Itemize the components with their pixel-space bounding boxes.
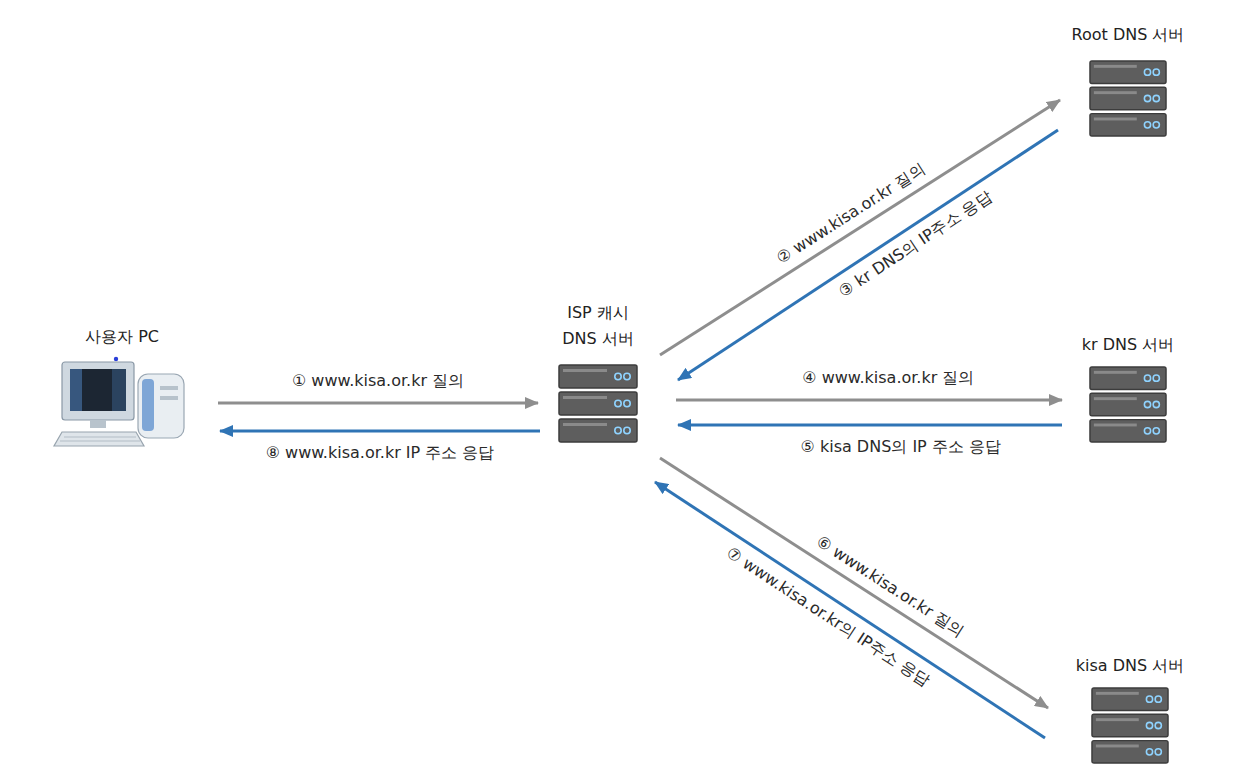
arrow-connector [678,130,1058,380]
arrow-connector [218,402,538,405]
arrow-connector [220,430,540,433]
node-label: 사용자 PC [85,326,159,348]
step-label: ⑧ www.kisa.or.kr IP 주소 응답 [263,443,498,463]
arrow-connector [676,399,1062,402]
node-label: Root DNS 서버 [1072,24,1185,46]
server-icon [1088,60,1168,138]
server-icon [558,364,638,444]
arrow-connector [660,458,1048,708]
server-icon [1088,366,1168,444]
arrow-connector [660,100,1060,355]
node-label: ISP 캐시 DNS 서버 [553,300,643,352]
step-label: ① www.kisa.or.kr 질의 [289,371,467,391]
dns-server-node: kr DNS 서버 [1082,334,1174,444]
computer-icon [52,356,192,451]
step-label: ⑤ kisa DNS의 IP 주소 응답 [798,437,1004,457]
node-label: kr DNS 서버 [1082,334,1174,356]
dns-server-node: ISP 캐시 DNS 서버 [553,300,643,444]
arrow-connector [678,424,1062,427]
dns-server-node: kisa DNS 서버 [1076,655,1184,765]
arrow-connector [655,482,1045,738]
dns-server-node: Root DNS 서버 [1072,24,1185,138]
client-pc-node: 사용자 PC [52,326,192,451]
server-icon [1090,687,1170,765]
step-label: ④ www.kisa.or.kr 질의 [799,368,977,388]
step-label: ⑦ www.kisa.or.kr의 IP주소 응답 [720,542,936,693]
node-label: kisa DNS 서버 [1076,655,1184,677]
